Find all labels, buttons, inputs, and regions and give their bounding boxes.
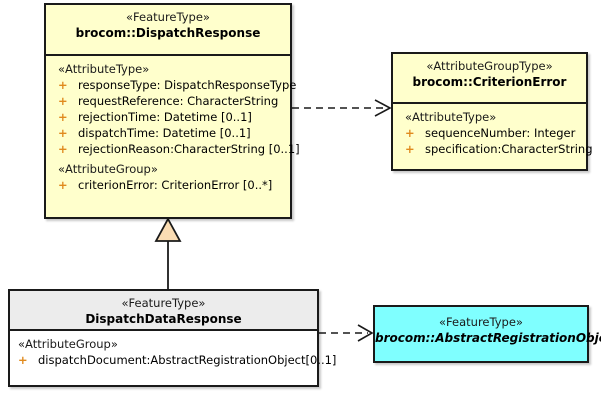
class-name: DispatchDataResponse	[85, 312, 242, 326]
class-box-dispatch-response[interactable]: «FeatureType» brocom::DispatchResponse «…	[44, 3, 300, 219]
compartment-label-attributegroup: «AttributeGroup»	[58, 162, 158, 176]
visibility-marker: +	[405, 142, 415, 156]
attribute-row[interactable]: + dispatchDocument:AbstractRegistrationOb…	[10, 352, 336, 368]
class-name: brocom::CriterionError	[412, 75, 567, 89]
compartment-label-attributetype: «AttributeType»	[58, 62, 150, 76]
attribute-row[interactable]: + sequenceNumber: Integer	[393, 125, 586, 141]
class-name: brocom::DispatchResponse	[75, 26, 261, 40]
attribute-text: rejectionTime: Datetime [0..1]	[78, 110, 252, 124]
dependency-dispatchresponse-to-criterionerror[interactable]	[292, 99, 392, 117]
class-body-criterion-error: «AttributeType» + sequenceNumber: Integer…	[393, 104, 593, 157]
attribute-row[interactable]: + specification:CharacterString	[393, 141, 593, 157]
visibility-marker: +	[58, 142, 68, 156]
class-stereotype: «AttributeGroupType»	[426, 59, 553, 73]
attribute-row[interactable]: + requestReference: CharacterString	[46, 93, 290, 109]
class-body-dispatch-data-response: «AttributeGroup» + dispatchDocument:Abstr…	[10, 331, 336, 368]
class-stereotype: «FeatureType»	[126, 10, 210, 24]
attribute-text: dispatchDocument:AbstractRegistrationObj…	[38, 353, 337, 367]
visibility-marker: +	[58, 178, 68, 192]
class-box-dispatch-data-response[interactable]: «FeatureType» DispatchDataResponse «Attr…	[8, 289, 336, 387]
compartment-label-attributegroup: «AttributeGroup»	[18, 337, 118, 351]
class-header-dispatch-data-response: «FeatureType» DispatchDataResponse	[10, 291, 317, 331]
attribute-text: sequenceNumber: Integer	[425, 126, 576, 140]
class-box-criterion-error[interactable]: «AttributeGroupType» brocom::CriterionEr…	[391, 52, 593, 171]
attribute-row[interactable]: + criterionError: CriterionError [0..*]	[46, 177, 290, 193]
visibility-marker: +	[405, 126, 415, 140]
dependency-dispatchdataresponse-to-abstractregistrationobject[interactable]	[319, 324, 374, 342]
class-header-criterion-error: «AttributeGroupType» brocom::CriterionEr…	[393, 54, 586, 104]
class-stereotype: «FeatureType»	[121, 296, 206, 310]
generalization-dispatchdataresponse-to-dispatchresponse[interactable]	[154, 217, 182, 289]
attribute-text: rejectionReason:CharacterString [0..1]	[78, 142, 300, 156]
attribute-row[interactable]: + responseType: DispatchResponseType	[46, 77, 296, 93]
attribute-text: requestReference: CharacterString	[78, 94, 279, 108]
compartment-label-attributetype: «AttributeType»	[405, 110, 497, 124]
attribute-text: criterionError: CriterionError [0..*]	[78, 178, 273, 192]
attribute-text: specification:CharacterString	[425, 142, 593, 156]
attribute-row[interactable]: + rejectionTime: Datetime [0..1]	[46, 109, 290, 125]
visibility-marker: +	[58, 126, 68, 140]
class-header-dispatch-response: «FeatureType» brocom::DispatchResponse	[46, 5, 290, 56]
attribute-text: responseType: DispatchResponseType	[78, 78, 297, 92]
attribute-text: dispatchTime: Datetime [0..1]	[78, 126, 251, 140]
visibility-marker: +	[58, 78, 68, 92]
class-header-abstract-registration-object: «FeatureType» brocom::AbstractRegistrati…	[375, 307, 601, 361]
visibility-marker: +	[58, 94, 68, 108]
attribute-row[interactable]: + rejectionReason:CharacterString [0..1]	[46, 141, 300, 157]
class-name: brocom::AbstractRegistrationObject	[375, 331, 601, 345]
visibility-marker: +	[18, 353, 28, 367]
class-stereotype: «FeatureType»	[439, 315, 523, 329]
visibility-marker: +	[58, 110, 68, 124]
attribute-row[interactable]: + dispatchTime: Datetime [0..1]	[46, 125, 290, 141]
class-box-abstract-registration-object[interactable]: «FeatureType» brocom::AbstractRegistrati…	[373, 305, 601, 363]
class-body-dispatch-response: «AttributeType» + responseType: DispatchR…	[46, 56, 300, 193]
